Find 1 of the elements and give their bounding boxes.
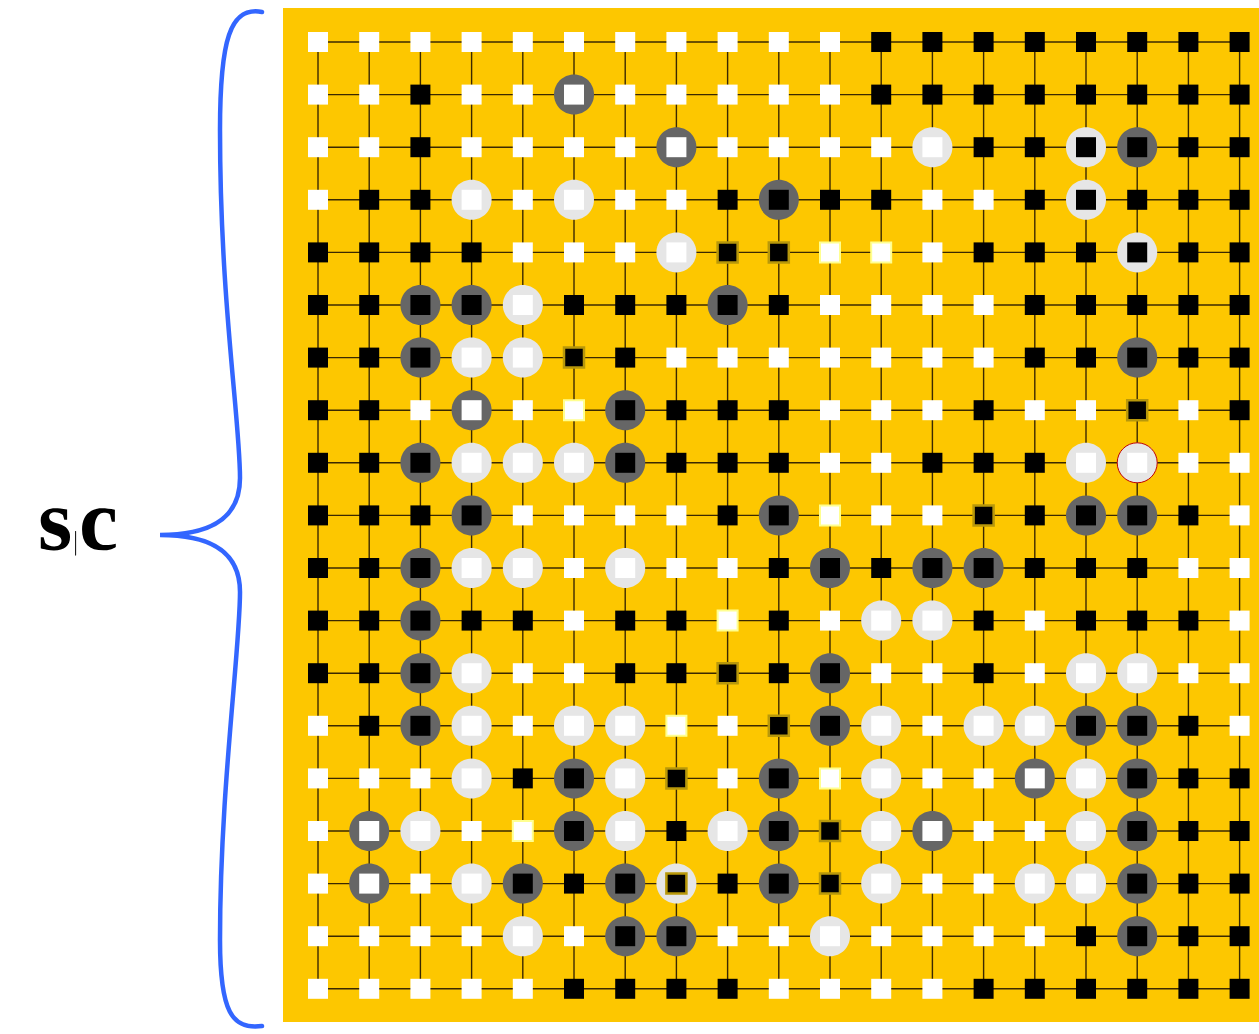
math-label: $\mathbf{s}\Big|\mathbf{c}$ [40, 508, 116, 556]
